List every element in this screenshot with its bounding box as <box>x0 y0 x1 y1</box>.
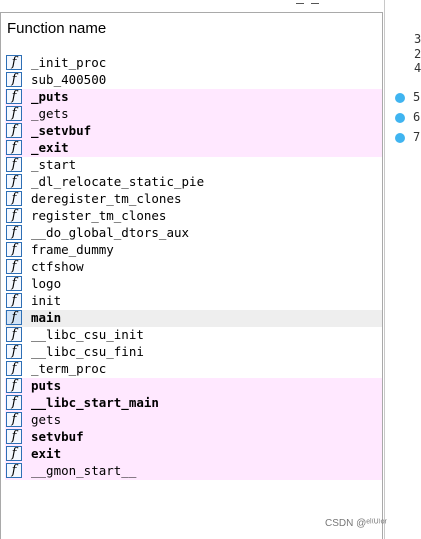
function-name: _puts <box>31 89 69 104</box>
window-control-icon[interactable] <box>311 0 319 4</box>
function-row[interactable]: f __libc_csu_init <box>5 327 382 344</box>
bullet-icon <box>395 133 405 143</box>
function-icon: f <box>6 310 22 325</box>
function-icon: f <box>6 463 22 478</box>
function-icon: f <box>6 344 22 359</box>
function-name: _start <box>31 157 77 172</box>
function-name: logo <box>31 276 62 291</box>
function-row[interactable]: f _gets <box>5 106 382 123</box>
output-line-number: 5 <box>413 90 421 104</box>
function-icon: f <box>6 140 22 155</box>
function-name: __gmon_start__ <box>31 463 137 478</box>
window-top-strip <box>0 0 384 12</box>
function-row[interactable]: f register_tm_clones <box>5 208 382 225</box>
function-row[interactable]: f _exit <box>5 140 382 157</box>
function-icon: f <box>6 123 22 138</box>
function-icon: f <box>6 361 22 376</box>
function-icon: f <box>6 89 22 104</box>
output-line-number: 6 <box>413 110 421 124</box>
function-row[interactable]: f _dl_relocate_static_pie <box>5 174 382 191</box>
function-row[interactable]: f _term_proc <box>5 361 382 378</box>
function-name: deregister_tm_clones <box>31 191 182 206</box>
function-name: _dl_relocate_static_pie <box>31 174 205 189</box>
function-name: __libc_csu_fini <box>31 344 144 359</box>
function-name: _exit <box>31 140 69 155</box>
function-icon: f <box>6 293 22 308</box>
function-icon: f <box>6 242 22 257</box>
function-row[interactable]: f _puts <box>5 89 382 106</box>
function-name: exit <box>31 446 62 461</box>
output-line-number: 7 <box>413 130 421 144</box>
function-icon: f <box>6 55 22 70</box>
window-control-icon[interactable] <box>296 0 304 4</box>
function-name: ctfshow <box>31 259 84 274</box>
column-header-function-name[interactable]: Function name <box>7 20 107 37</box>
function-name: _gets <box>31 106 69 121</box>
function-icon: f <box>6 191 22 206</box>
function-icon: f <box>6 378 22 393</box>
function-name: __libc_start_main <box>31 395 159 410</box>
function-name: register_tm_clones <box>31 208 167 223</box>
bullet-icon <box>395 93 405 103</box>
function-icon: f <box>6 412 22 427</box>
function-row[interactable]: f _start <box>5 157 382 174</box>
function-row[interactable]: f deregister_tm_clones <box>5 191 382 208</box>
function-name: main <box>31 310 62 325</box>
function-name: init <box>31 293 62 308</box>
function-icon: f <box>6 395 22 410</box>
function-name: _setvbuf <box>31 123 92 138</box>
function-row[interactable]: f __libc_csu_fini <box>5 344 382 361</box>
function-name: __do_global_dtors_aux <box>31 225 190 240</box>
function-name: frame_dummy <box>31 242 114 257</box>
output-line-number: 3 <box>414 32 421 46</box>
function-icon: f <box>6 225 22 240</box>
function-name: gets <box>31 412 62 427</box>
function-name: _term_proc <box>31 361 107 376</box>
function-row[interactable]: f ctfshow <box>5 259 382 276</box>
function-icon: f <box>6 327 22 342</box>
function-row[interactable]: f _setvbuf <box>5 123 382 140</box>
function-row[interactable]: f frame_dummy <box>5 242 382 259</box>
output-pane: 3 2 4 5 6 7 <box>384 0 421 539</box>
function-icon: f <box>6 106 22 121</box>
function-name: setvbuf <box>31 429 84 444</box>
function-icon: f <box>6 72 22 87</box>
function-row[interactable]: f sub_400500 <box>5 72 382 89</box>
function-name: __libc_csu_init <box>31 327 144 342</box>
function-row[interactable]: f _init_proc <box>5 55 382 72</box>
function-row[interactable]: f setvbuf <box>5 429 382 446</box>
output-line-number: 4 <box>414 61 421 75</box>
watermark: CSDN @ᵉˡ⁽ᵁ⁾ᵒʳ <box>325 518 387 529</box>
function-icon: f <box>6 429 22 444</box>
function-icon: f <box>6 259 22 274</box>
function-name: _init_proc <box>31 55 107 70</box>
function-icon: f <box>6 276 22 291</box>
function-row[interactable]: f __libc_start_main <box>5 395 382 412</box>
function-icon: f <box>6 208 22 223</box>
function-row[interactable]: f __do_global_dtors_aux <box>5 225 382 242</box>
function-icon: f <box>6 174 22 189</box>
bullet-icon <box>395 113 405 123</box>
output-line-number: 2 <box>414 47 421 61</box>
function-icon: f <box>6 446 22 461</box>
function-name: sub_400500 <box>31 72 107 87</box>
function-name: puts <box>31 378 62 393</box>
function-icon: f <box>6 157 22 172</box>
function-row[interactable]: f __gmon_start__ <box>5 463 382 480</box>
